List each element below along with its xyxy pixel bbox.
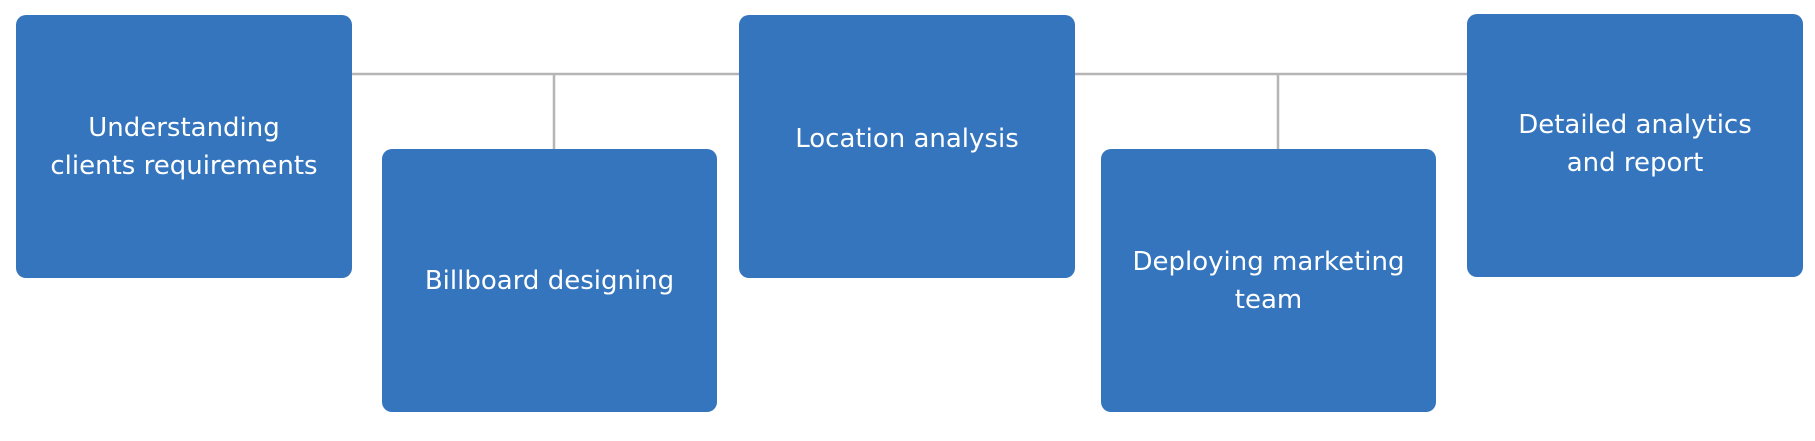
step-label: Understanding clients requirements [50, 112, 318, 181]
step-box-deploying-marketing-team: Deploying marketing team [1101, 149, 1436, 412]
step-box-location-analysis: Location analysis [739, 15, 1075, 278]
step-label: Location analysis [795, 124, 1019, 154]
step-label: Deploying marketing team [1132, 246, 1405, 315]
step-label: Billboard designing [424, 265, 675, 296]
step-label: Detailed analytics and report [1518, 110, 1752, 178]
step-box-billboard-designing: Billboard designing [382, 149, 717, 412]
step-box-detailed-analytics: Detailed analytics and report [1467, 14, 1803, 277]
step-box-understanding-requirements: Understanding clients requirements [16, 15, 352, 278]
